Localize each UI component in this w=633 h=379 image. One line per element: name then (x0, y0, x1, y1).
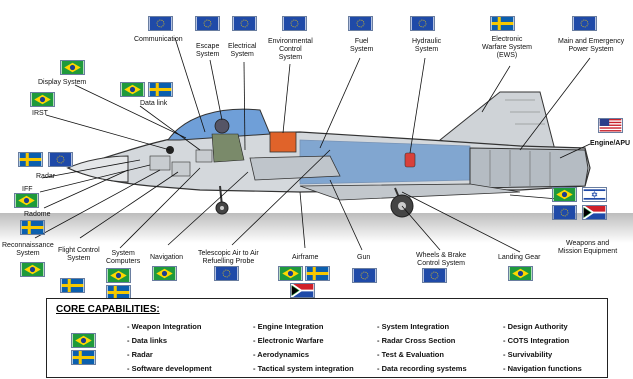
flag-eu-icon (410, 16, 435, 31)
flag-brazil-icon (278, 266, 303, 281)
flag-brazil-icon (106, 268, 131, 283)
label-iff: IFF (22, 186, 33, 193)
flag-brazil-icon (60, 60, 85, 75)
flag-eu-icon (282, 16, 307, 31)
capability-item: - Design Authority (503, 322, 568, 331)
flag-south-africa-icon (582, 205, 607, 220)
flag-sweden-icon (490, 16, 515, 31)
flag-usa-icon (598, 118, 623, 133)
flag-brazil-icon (20, 262, 45, 277)
flag-israel-icon (582, 187, 607, 202)
wing (299, 183, 521, 201)
flag-sweden-icon (60, 278, 85, 293)
radome-shape (66, 155, 129, 183)
label-radome: Radome (24, 211, 51, 218)
flag-eu-icon (214, 266, 239, 281)
capability-item: - Survivability (503, 350, 553, 359)
capability-item: - Software development (127, 364, 212, 373)
flag-brazil-icon (14, 193, 39, 208)
capability-item: - Weapon Integration (127, 322, 202, 331)
hydraulic-pump (404, 152, 416, 168)
flag-eu-icon (48, 152, 73, 167)
flag-brazil-icon (30, 92, 55, 107)
ground-band (0, 213, 633, 243)
capability-item: - Navigation functions (503, 364, 582, 373)
capability-item: - Electronic Warfare (253, 336, 324, 345)
flag-brazil-icon (508, 266, 533, 281)
flag-eu-icon (232, 16, 257, 31)
core-capabilities-box: CORE CAPABILITIES: - Weapon Integration … (46, 298, 608, 378)
capability-item: - Data recording systems (377, 364, 467, 373)
nose-gear (215, 185, 229, 215)
flag-eu-icon (195, 16, 220, 31)
label-radar: Radar (36, 173, 56, 180)
capability-item: - Test & Evaluation (377, 350, 444, 359)
air-intake (249, 155, 341, 181)
flag-eu-icon (348, 16, 373, 31)
flag-sweden-icon (71, 350, 96, 365)
capability-item: - Aerodynamics (253, 350, 309, 359)
flag-eu-icon (572, 16, 597, 31)
capability-item: - COTS Integration (503, 336, 570, 345)
flag-brazil-icon (71, 333, 96, 348)
capability-item: - Engine Integration (253, 322, 324, 331)
label-irst: IRST (32, 110, 48, 117)
engine (469, 147, 589, 189)
label-datalink: Data link (140, 100, 168, 107)
label-landing: Landing Gear (498, 254, 541, 261)
flag-sweden-icon (148, 82, 173, 97)
flag-eu-icon (552, 205, 577, 220)
capability-item: - Data links (127, 336, 168, 345)
flag-eu-icon (352, 268, 377, 283)
env-control-unit (269, 131, 297, 153)
label-communication: Communication (134, 36, 183, 43)
label-airframe: Airframe (292, 254, 319, 261)
flag-eu-icon (422, 268, 447, 283)
capabilities-title: CORE CAPABILITIES: (56, 304, 160, 315)
capability-item: - System Integration (377, 322, 450, 331)
flag-south-africa-icon (290, 283, 315, 298)
label-engine: Engine/APU (590, 140, 631, 147)
capability-item: - Radar Cross Section (377, 336, 456, 345)
capability-item: - Tactical system integration (253, 364, 354, 373)
leader-lines (34, 37, 591, 253)
label-display: Display System (38, 79, 87, 86)
flag-brazil-icon (120, 82, 145, 97)
flag-brazil-icon (152, 266, 177, 281)
flag-sweden-icon (305, 266, 330, 281)
capability-item: - Radar (127, 350, 153, 359)
flag-brazil-icon (552, 187, 577, 202)
flag-sweden-icon (18, 152, 43, 167)
flag-sweden-icon (20, 220, 45, 235)
label-navigation: Navigation (150, 254, 184, 261)
label-gun: Gun (357, 254, 371, 261)
flag-eu-icon (148, 16, 173, 31)
